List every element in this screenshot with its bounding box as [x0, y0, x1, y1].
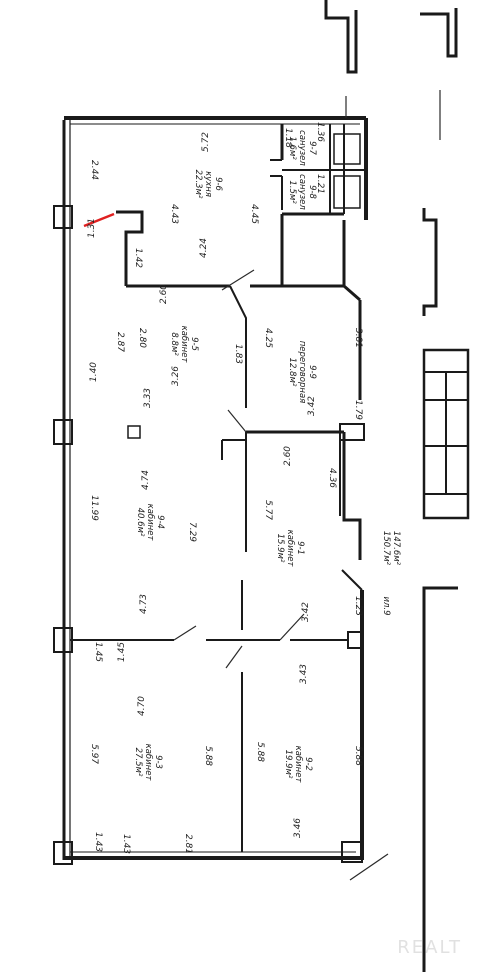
dim: 2.60	[283, 446, 293, 466]
room-9-1-area: 15.9м²	[275, 534, 285, 563]
red-marker	[83, 212, 115, 228]
dim: 4.36	[327, 468, 337, 488]
dim: 5.88	[255, 742, 265, 762]
dim: 5.88	[353, 746, 363, 766]
room-9-6-id: 9-6	[213, 177, 223, 191]
dim: 4.24	[199, 238, 209, 258]
room-9-4-name: кабинет	[145, 504, 155, 542]
dim: 5.72	[201, 132, 211, 152]
dim: 3.81	[353, 328, 363, 348]
dim: 1.21	[315, 174, 325, 194]
room-9-5-id: 9-5	[189, 337, 199, 351]
room-9-7-area: 1.6м²	[287, 136, 297, 160]
watermark: REALT	[397, 937, 462, 958]
room-9-2-id: 9-2	[303, 757, 313, 771]
dim: 1.43	[121, 834, 131, 854]
unit-label: ил.9	[381, 596, 391, 615]
room-9-4-id: 9-4	[155, 515, 165, 529]
room-9-8-name: санузел	[297, 174, 307, 210]
room-9-6-name: кухня	[203, 171, 213, 197]
dim: 1.36	[315, 122, 325, 142]
room-labels: 9-6 кухня 22.3м² 9-7 санузел 1.6м² 9-8 с…	[133, 130, 401, 783]
dim: 4.45	[249, 204, 259, 224]
external-shapes	[324, 0, 470, 972]
dim: 5.97	[89, 744, 99, 764]
room-9-5-name: кабинет	[179, 326, 189, 364]
room-9-2-name: кабинет	[293, 746, 303, 784]
room-9-8-area: 1.5м²	[287, 180, 297, 204]
dim: 3.26	[171, 366, 181, 386]
dim: 2.60	[159, 284, 169, 304]
dim: 7.29	[187, 522, 197, 542]
dim: 1.79	[353, 400, 363, 420]
room-9-5-area: 8.8м²	[169, 332, 179, 356]
dim: 5.88	[203, 746, 213, 766]
room-9-2-area: 19.9м²	[283, 750, 293, 779]
dimensions: 2.44 1.31 5.72 1.18 1.36 1.21 4.43 4.45 …	[87, 122, 363, 854]
room-9-9-area: 12.8м²	[287, 358, 297, 387]
interior-walls	[70, 96, 389, 881]
dim: 4.25	[263, 328, 273, 348]
dim: 3.42	[301, 602, 311, 622]
dim: 1.42	[133, 248, 143, 268]
dim: 1.18	[283, 128, 293, 148]
dim: 4.73	[139, 594, 149, 614]
room-9-8-id: 9-8	[307, 185, 317, 199]
room-9-1-name: кабинет	[285, 530, 295, 568]
room-9-4-area: 40.6м²	[135, 508, 145, 537]
dim: 3.33	[143, 388, 153, 408]
room-9-1-id: 9-1	[295, 541, 305, 555]
room-9-3-id: 9-3	[153, 755, 163, 769]
dim: 1.23	[353, 596, 363, 616]
total-area-1: 147.6м²	[391, 531, 401, 566]
dim: 2.44	[89, 160, 99, 180]
dim: 5.77	[263, 500, 273, 520]
dim: 1.45	[93, 642, 103, 662]
dim: 1.83	[233, 344, 243, 364]
dim: 1.40	[89, 362, 99, 382]
dim: 4.74	[141, 470, 151, 490]
total-area-2: 150.7м²	[381, 531, 391, 566]
room-9-3-area: 27.5м²	[133, 748, 143, 777]
dim: 2.87	[115, 332, 125, 352]
room-9-9-id: 9-9	[307, 365, 317, 379]
dim: 3.43	[299, 664, 309, 684]
dim: 3.46	[293, 818, 303, 838]
dim: 4.70	[137, 696, 147, 716]
room-9-7-name: санузел	[297, 130, 307, 166]
dim: 3.42	[307, 396, 317, 416]
room-9-9-name: переговорная	[297, 341, 307, 404]
dim: 1.45	[117, 642, 127, 662]
dim: 1.31	[87, 218, 97, 238]
dim: 1.43	[93, 832, 103, 852]
room-9-6-area: 22.3м²	[193, 170, 203, 199]
dim: 11.99	[89, 495, 99, 521]
dim: 4.43	[169, 204, 179, 224]
room-9-7-id: 9-7	[307, 141, 317, 155]
outer-walls	[62, 116, 368, 860]
dim: 2.80	[137, 328, 147, 348]
dim: 2.81	[183, 834, 193, 854]
room-9-3-name: кабинет	[143, 744, 153, 782]
